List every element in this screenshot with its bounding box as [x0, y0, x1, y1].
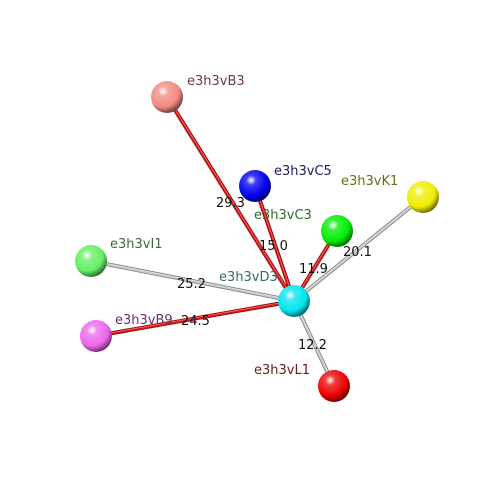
node-label-b9: e3h3vB9: [115, 313, 173, 328]
edge-d3-i1: [89, 259, 296, 303]
node-label-k1: e3h3vK1: [341, 174, 398, 189]
node-label-i1: e3h3vI1: [110, 237, 163, 252]
node-labels-layer: e3h3vD3 e3h3vB3 e3h3vC5 e3h3vK1 e3h3vC3 e3h3v…: [110, 74, 398, 378]
node-d3[interactable]: [278, 285, 310, 317]
node-k1[interactable]: [407, 181, 439, 213]
edge-d3-k1: [292, 195, 425, 303]
edge-d3-b9: [94, 299, 296, 338]
node-c3[interactable]: [321, 215, 353, 247]
node-label-c5: e3h3vC5: [274, 164, 332, 179]
node-c5[interactable]: [239, 170, 271, 202]
edge-label-b3: 29.3: [216, 196, 245, 211]
node-i1[interactable]: [75, 245, 107, 277]
edge-label-l1: 12.2: [298, 338, 327, 353]
edge-label-k1: 20.1: [343, 245, 372, 260]
edge-d3-c5: [253, 184, 296, 303]
node-label-d3: e3h3vD3: [219, 270, 278, 285]
edge-label-c5: 15.0: [259, 239, 288, 254]
edges-layer: [89, 95, 425, 388]
node-label-l1: e3h3vL1: [254, 363, 310, 378]
edge-labels-layer: 29.3 15.0 11.9 20.1 25.2 24.5 12.2: [177, 196, 372, 353]
edge-label-b9: 24.5: [181, 314, 210, 329]
node-label-b3: e3h3vB3: [187, 74, 245, 89]
node-label-c3: e3h3vC3: [254, 208, 312, 223]
edge-label-i1: 25.2: [177, 277, 206, 292]
node-b3[interactable]: [151, 81, 183, 113]
nodes-layer: [75, 81, 439, 402]
edge-d3-b3: [165, 95, 296, 303]
edge-label-c3: 11.9: [299, 262, 328, 277]
node-b9[interactable]: [80, 320, 112, 352]
node-l1[interactable]: [318, 370, 350, 402]
